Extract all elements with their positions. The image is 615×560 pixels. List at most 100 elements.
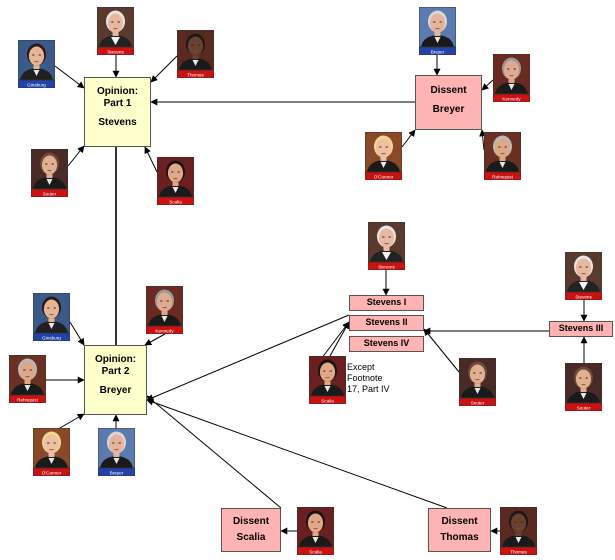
arrow (329, 321, 350, 357)
oconnor-name-label: O'Connor (374, 174, 394, 179)
dissent-thomas-author: Thomas (440, 532, 479, 543)
exception-note: Except Footnote 17, Part IV (347, 362, 390, 395)
dissent-thomas-line1: Dissent (441, 516, 478, 527)
justice-oconnor-1: O'Connor (364, 131, 403, 181)
opinion-part1-box: Opinion: Part 1 Stevens (84, 77, 151, 147)
justice-ginsburg-1: Ginsburg (17, 39, 56, 89)
stevens-name-label: Stevens (378, 264, 395, 269)
souter-portrait: Souter (458, 357, 497, 407)
arrow (69, 321, 85, 346)
justice-stevens-2: Stevens (367, 221, 406, 271)
dissent-scalia-box: Dissent Scalia (221, 508, 281, 552)
breyer-portrait: Breyer (97, 427, 136, 477)
justice-scalia-3: Scalia (296, 506, 335, 556)
justice-oconnor-2: O'Connor (32, 427, 71, 477)
stevens-portrait: Stevens (564, 251, 603, 301)
rehnquist-portrait: Rehnquist (483, 131, 522, 181)
opinion-part2-line2: Part 2 (101, 366, 130, 377)
kennedy-portrait: Kennedy (145, 285, 184, 335)
dissent-thomas-box: Dissent Thomas (428, 508, 491, 552)
rehnquist-name-label: Rehnquist (492, 174, 513, 179)
justice-stevens-1: Stevens (96, 6, 135, 56)
kennedy-name-label: Kennedy (155, 328, 174, 333)
justice-kennedy-1: Kennedy (492, 53, 531, 103)
arrow (54, 65, 85, 89)
breyer-name-label: Breyer (431, 49, 445, 54)
arrow (481, 79, 494, 91)
arrow (150, 55, 178, 83)
scalia-name-label: Scalia (321, 398, 334, 403)
opinion-part2-box: Opinion: Part 2 Breyer (84, 345, 147, 415)
opinion-part1-line2: Part 1 (103, 98, 132, 109)
justice-souter-2: Souter (458, 357, 497, 407)
exception-note-line2: Footnote (347, 373, 383, 383)
scalia-name-label: Scalia (169, 199, 182, 204)
souter-portrait: Souter (564, 362, 603, 412)
stevens-part-ii: Stevens II (349, 315, 424, 331)
rehnquist-portrait: Rehnquist (8, 354, 47, 404)
thomas-portrait: Thomas (176, 29, 215, 79)
exception-note-line3: 17, Part IV (347, 384, 390, 394)
arrow (67, 145, 85, 167)
opinion-part1-author: Stevens (98, 117, 137, 128)
justice-thomas-2: Thomas (499, 506, 538, 556)
thomas-portrait: Thomas (499, 506, 538, 556)
dissent-scalia-line1: Dissent (232, 516, 270, 527)
oconnor-portrait: O'Connor (364, 131, 403, 181)
dissent-scalia-author: Scalia (236, 532, 266, 543)
souter-name-label: Souter (471, 400, 485, 405)
kennedy-name-label: Kennedy (502, 96, 521, 101)
stevens-part-i: Stevens I (349, 295, 424, 311)
oconnor-portrait: O'Connor (32, 427, 71, 477)
ginsburg-name-label: Ginsburg (42, 335, 61, 340)
arrow (401, 129, 416, 148)
opinion-part2-author: Breyer (99, 385, 132, 396)
justice-rehnquist-1: Rehnquist (483, 131, 522, 181)
stevens-part-iii: Stevens III (549, 321, 613, 337)
stevens-name-label: Stevens (107, 49, 124, 54)
thomas-name-label: Thomas (187, 72, 204, 77)
souter-name-label: Souter (43, 191, 57, 196)
breyer-name-label: Breyer (110, 470, 124, 475)
rehnquist-name-label: Rehnquist (17, 397, 38, 402)
justice-breyer-1: Breyer (418, 6, 457, 56)
stevens-part-iv: Stevens IV (349, 336, 424, 352)
souter-portrait: Souter (30, 148, 69, 198)
arrow (144, 146, 158, 173)
stevens-portrait: Stevens (367, 221, 406, 271)
stevens-name-label: Stevens (575, 294, 592, 299)
souter-name-label: Souter (577, 405, 591, 410)
justice-souter-1: Souter (30, 148, 69, 198)
breyer-portrait: Breyer (418, 6, 457, 56)
justice-scalia-2: Scalia (308, 355, 347, 405)
ginsburg-portrait: Ginsburg (32, 292, 71, 342)
arrow (423, 328, 460, 373)
justice-breyer-2: Breyer (97, 427, 136, 477)
scalia-portrait: Scalia (296, 506, 335, 556)
justice-stevens-3: Stevens (564, 251, 603, 301)
opinion-part2-line1: Opinion: (94, 354, 137, 365)
justice-scalia-1: Scalia (156, 156, 195, 206)
scalia-name-label: Scalia (309, 549, 322, 554)
dissent-breyer-author: Breyer (432, 104, 465, 115)
justice-rehnquist-2: Rehnquist (8, 354, 47, 404)
arrow (59, 413, 85, 429)
justice-souter-3: Souter (564, 362, 603, 412)
dissent-breyer-line1: Dissent (430, 85, 467, 96)
ginsburg-portrait: Ginsburg (17, 39, 56, 89)
kennedy-portrait: Kennedy (492, 53, 531, 103)
arrow (144, 333, 166, 346)
arrow (146, 398, 448, 509)
stevens-portrait: Stevens (96, 6, 135, 56)
justice-kennedy-2: Kennedy (145, 285, 184, 335)
ginsburg-name-label: Ginsburg (27, 82, 46, 87)
arrow (146, 314, 350, 401)
arrow (146, 395, 282, 509)
scalia-portrait: Scalia (156, 156, 195, 206)
justice-thomas-1: Thomas (176, 29, 215, 79)
exception-note-line1: Except (347, 362, 375, 372)
dissent-breyer-box: Dissent Breyer (415, 75, 482, 130)
oconnor-name-label: O'Connor (42, 470, 62, 475)
